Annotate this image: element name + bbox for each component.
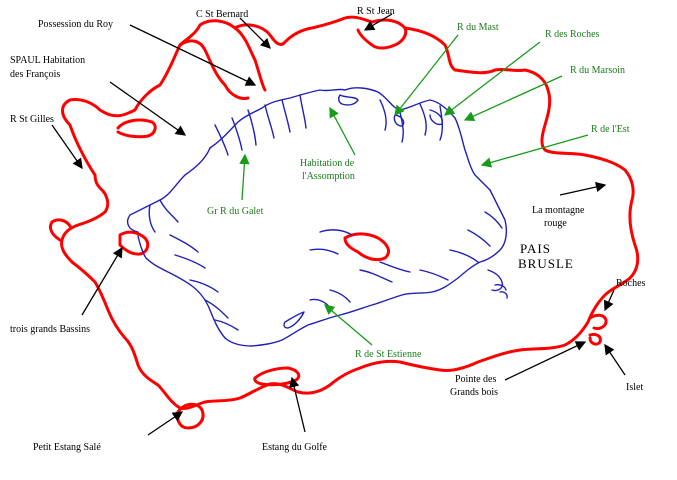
label-r-du-marsoin: R du Marsoin xyxy=(570,65,625,76)
coastline xyxy=(48,15,640,430)
map-labels: Possession du Roy C St Bernard R St Jean… xyxy=(10,6,646,453)
label-petit-estang-sale: Petit Estang Salé xyxy=(33,442,101,453)
label-gr-r-du-galet: Gr R du Galet xyxy=(207,206,264,217)
rivers xyxy=(126,87,508,347)
label-estang-du-golfe: Estang du Golfe xyxy=(262,442,328,453)
label-r-de-st-estienne: R de St Estienne xyxy=(355,349,422,360)
label-spaul-line1: SPAUL Habitation xyxy=(10,55,85,66)
label-pointe-line2: Grands bois xyxy=(450,387,498,398)
label-roches: Roches xyxy=(616,278,646,289)
label-r-du-mast: R du Mast xyxy=(457,22,499,33)
label-habitation-line1: Habitation de xyxy=(300,158,355,169)
label-possession-du-roy: Possession du Roy xyxy=(38,19,113,30)
label-brusle: BRUSLE xyxy=(518,256,574,271)
label-montagne-line2: rouge xyxy=(544,218,567,229)
label-trois-grands-bassins: trois grands Bassins xyxy=(10,324,90,335)
label-islet: Islet xyxy=(626,382,643,393)
label-c-st-bernard: C St Bernard xyxy=(196,9,248,20)
label-r-st-gilles: R St Gilles xyxy=(10,114,54,125)
label-spaul-line2: des François xyxy=(10,69,60,80)
label-arrows xyxy=(51,13,626,436)
label-r-st-jean: R St Jean xyxy=(357,6,395,17)
label-r-de-lest: R de l'Est xyxy=(591,124,630,135)
label-r-des-roches: R des Roches xyxy=(545,29,600,40)
label-pais: PAIS xyxy=(520,241,551,256)
label-montagne-line1: La montagne xyxy=(532,205,585,216)
label-pointe-line1: Pointe des xyxy=(455,374,496,385)
label-habitation-line2: l'Assomption xyxy=(302,171,355,182)
